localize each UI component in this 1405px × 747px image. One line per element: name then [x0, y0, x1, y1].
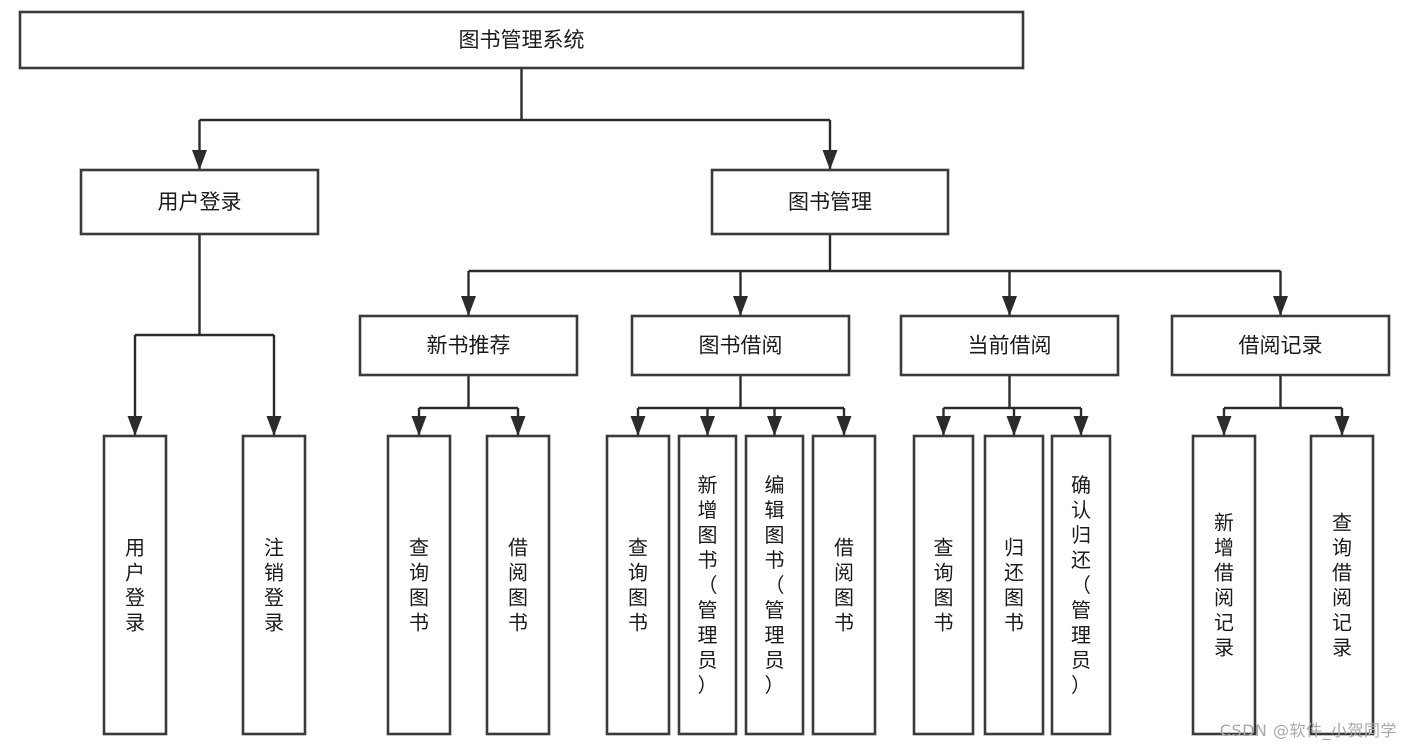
- node-box: [79, 168, 320, 236]
- connectors-layer: [127, 68, 1350, 436]
- node-box: [102, 434, 168, 736]
- node-box: [485, 434, 551, 736]
- arrow-head-root-0: [192, 150, 207, 170]
- node-l4-b-add[interactable]: 新增图书（管理员）: [677, 434, 738, 736]
- node-l4-new-query[interactable]: 查询图书: [386, 434, 452, 736]
- node-l2-user-login[interactable]: 用户登录: [79, 168, 320, 236]
- nodes-layer: 图书管理系统用户登录图书管理新书推荐图书借阅当前借阅借阅记录用户登录注销登录查询…: [18, 10, 1391, 736]
- arrow-head-l3_borrow-0: [630, 416, 646, 436]
- node-label: 查询图书: [934, 536, 954, 635]
- node-label: 用户登录: [158, 190, 242, 214]
- node-l4-user-login[interactable]: 用户登录: [102, 434, 168, 736]
- node-box: [744, 434, 805, 736]
- node-box: [241, 434, 307, 736]
- arrow-head-l3_borrow-3: [836, 416, 852, 436]
- node-l4-user-logout[interactable]: 注销登录: [241, 434, 307, 736]
- node-box: [912, 434, 975, 736]
- node-label: 图书管理系统: [459, 28, 585, 52]
- node-label: 新增图书（管理员）: [698, 473, 718, 697]
- node-l3-new-book[interactable]: 新书推荐: [358, 314, 579, 377]
- node-label: 图书借阅: [699, 334, 783, 358]
- node-label: 编辑图书（管理员）: [765, 473, 785, 697]
- arrow-head-l3_record-1: [1334, 416, 1350, 436]
- node-label: 新书推荐: [427, 334, 511, 358]
- node-box: [1191, 434, 1257, 736]
- arrow-head-l2_book_mgmt-1: [733, 296, 748, 316]
- node-box: [386, 434, 452, 736]
- node-label: 借阅图书: [834, 536, 854, 635]
- node-l2-book-mgmt[interactable]: 图书管理: [710, 168, 950, 236]
- node-root[interactable]: 图书管理系统: [18, 10, 1025, 70]
- node-label: 查询借阅记录: [1332, 511, 1352, 660]
- arrow-head-l3_new_book-0: [411, 416, 427, 436]
- arrow-head-l2_book_mgmt-2: [1002, 296, 1017, 316]
- arrow-head-l2_user_login-1: [266, 416, 282, 436]
- node-l3-record[interactable]: 借阅记录: [1170, 314, 1391, 377]
- arrow-head-l3_new_book-1: [510, 416, 526, 436]
- node-l4-b-edit[interactable]: 编辑图书（管理员）: [744, 434, 805, 736]
- arrow-head-l3_record-0: [1216, 416, 1232, 436]
- node-l4-r-add[interactable]: 新增借阅记录: [1191, 434, 1257, 736]
- node-box: [899, 314, 1120, 377]
- node-l4-new-borrow[interactable]: 借阅图书: [485, 434, 551, 736]
- arrow-head-root-1: [822, 150, 838, 170]
- node-l3-borrow[interactable]: 图书借阅: [630, 314, 851, 377]
- node-l4-r-query[interactable]: 查询借阅记录: [1309, 434, 1375, 736]
- arrow-head-l2_book_mgmt-0: [461, 296, 476, 316]
- arrow-head-l2_book_mgmt-3: [1273, 296, 1288, 316]
- node-box: [811, 434, 877, 736]
- node-box: [605, 434, 671, 736]
- node-label: 图书管理: [788, 190, 872, 214]
- node-label: 确认归还（管理员）: [1071, 473, 1091, 697]
- arrow-head-l3_borrow-1: [700, 416, 715, 436]
- node-box: [710, 168, 950, 236]
- node-box: [1170, 314, 1391, 377]
- node-label: 归还图书: [1004, 536, 1024, 635]
- node-box: [1309, 434, 1375, 736]
- arrow-head-l2_user_login-0: [127, 416, 143, 436]
- node-box: [630, 314, 851, 377]
- node-label: 注销登录: [264, 536, 284, 635]
- node-l4-c-return[interactable]: 归还图书: [983, 434, 1045, 736]
- arrow-head-l3_current-1: [1006, 416, 1022, 436]
- node-l4-b-query[interactable]: 查询图书: [605, 434, 671, 736]
- node-l4-b-borrow[interactable]: 借阅图书: [811, 434, 877, 736]
- node-l4-c-confirm[interactable]: 确认归还（管理员）: [1050, 434, 1112, 736]
- node-label: 借阅记录: [1239, 334, 1323, 358]
- node-label: 查询图书: [628, 536, 648, 635]
- arrow-head-l3_current-0: [936, 416, 951, 436]
- node-box: [18, 10, 1025, 70]
- node-label: 当前借阅: [968, 334, 1052, 358]
- node-box: [677, 434, 738, 736]
- node-box: [983, 434, 1045, 736]
- node-l4-c-query[interactable]: 查询图书: [912, 434, 975, 736]
- node-l3-current[interactable]: 当前借阅: [899, 314, 1120, 377]
- node-box: [1050, 434, 1112, 736]
- node-label: 查询图书: [409, 536, 429, 635]
- node-label: 借阅图书: [508, 536, 528, 635]
- arrow-head-l3_current-2: [1073, 416, 1089, 436]
- csdn-watermark: CSDN @软件_小贺同学: [1219, 721, 1397, 740]
- node-label: 新增借阅记录: [1214, 511, 1234, 660]
- node-box: [358, 314, 579, 377]
- node-label: 用户登录: [125, 536, 145, 635]
- arrow-head-l3_borrow-2: [767, 416, 782, 436]
